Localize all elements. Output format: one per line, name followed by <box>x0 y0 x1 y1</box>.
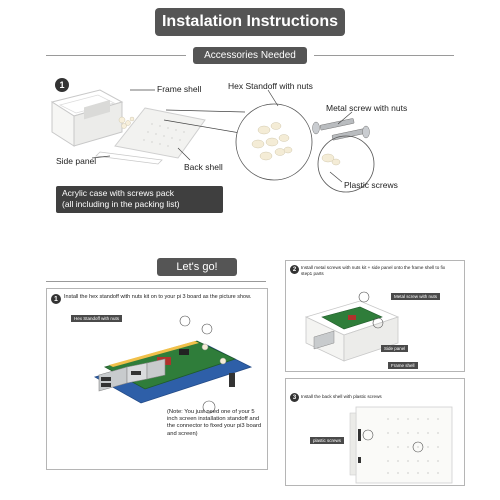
label-frame-shell: Frame shell <box>157 84 202 94</box>
pi-board-illustration <box>93 315 253 414</box>
step2-panel: 2 Install metal screws with nuts kit + s… <box>285 260 465 372</box>
divider-right <box>314 55 454 56</box>
step1-tag: Hex Standoff with nuts <box>71 315 122 322</box>
label-back-shell: Back shell <box>184 162 223 172</box>
step1-text: Install the hex standoff with nuts kit o… <box>64 294 252 300</box>
step2-text: Install metal screws with nuts kit + sid… <box>301 265 446 276</box>
step3-panel: 3 Install the back shell with plastic sc… <box>285 378 465 486</box>
label-plastic-screws: Plastic screws <box>344 180 398 190</box>
label-side-panel: Side panel <box>56 156 97 166</box>
step1-note: (Note: You just need one of your 5 inch … <box>167 409 262 437</box>
packing-line-1: Acrylic case with screws pack <box>62 188 174 198</box>
step3-badge: 3 <box>290 393 299 402</box>
label-hex-standoff: Hex Standoff with nuts <box>228 81 313 91</box>
label-metal-screw: Metal screw with nuts <box>326 103 408 113</box>
accessories-heading: Accessories Needed <box>193 47 307 64</box>
step2-case-illustration <box>304 291 400 362</box>
step-badge-accessories: 1 <box>55 78 69 92</box>
divider-left <box>46 55 186 56</box>
step3-tag-plastic-screws: plastic screws <box>310 437 345 444</box>
lets-go-rule <box>46 281 266 282</box>
packing-line-2: (all including in the packing list) <box>62 199 180 210</box>
step3-text: Install the back shell with plastic scre… <box>301 394 382 399</box>
step2-tag-metal-screw: Metal screw with nuts <box>391 293 441 300</box>
step1-badge: 1 <box>51 294 61 304</box>
step2-tag-frame-shell: Frame shell <box>388 362 418 369</box>
screws-illustration <box>235 103 375 193</box>
step2-badge: 2 <box>290 265 299 274</box>
step1-panel: 1 Install the hex standoff with nuts kit… <box>46 288 268 470</box>
packing-list-note: Acrylic case with screws pack (all inclu… <box>56 186 223 213</box>
lets-go-heading: Let's go! <box>157 258 237 276</box>
step2-tag-side-panel: Side panel <box>381 345 409 352</box>
step3-back-shell-illustration <box>349 406 453 484</box>
case-parts-illustration <box>50 89 206 165</box>
page-title: Instalation Instructions <box>155 8 345 36</box>
